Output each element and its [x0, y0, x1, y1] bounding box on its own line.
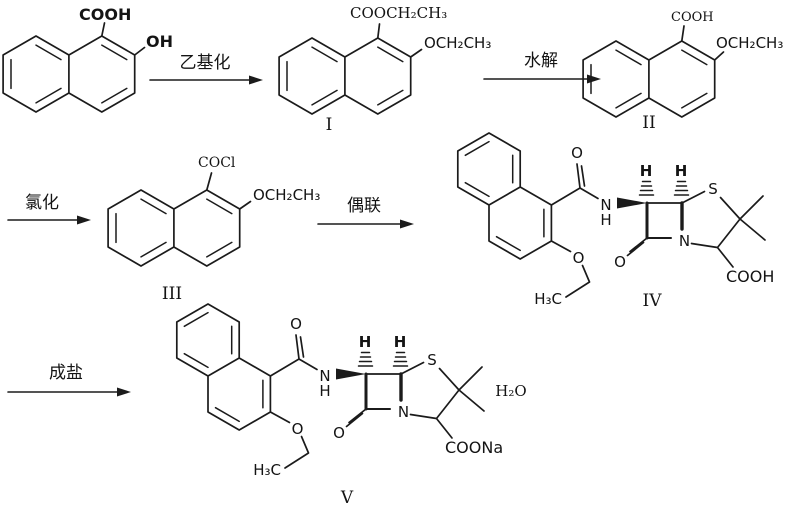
stereo-hash-left [357, 351, 374, 367]
naphthalene-double-bonds [183, 311, 264, 423]
lactam-carbonyl-bonds [626, 237, 648, 257]
stereo-h-left-label: H [640, 162, 653, 180]
arrow-ethylation: 乙基化 [149, 53, 263, 85]
carboxylic-acid-label: COOH [671, 10, 714, 25]
ether-oxygen-label: O [573, 249, 585, 267]
lactam-oxygen-label: O [333, 424, 345, 442]
amide-bonds [550, 163, 599, 206]
compound-start: COOH OH [2, 5, 173, 113]
substituent-bonds [376, 23, 423, 58]
arrow-head [587, 74, 601, 84]
naphthalene-double-bonds [464, 140, 545, 252]
amide-h-label: H [319, 382, 330, 400]
hydrate-water-label: H₂O [495, 382, 526, 400]
stereo-h-right-label: H [675, 162, 688, 180]
naphthalene-double-bonds [286, 46, 404, 106]
amide-n-label: N [319, 367, 330, 385]
ethyl-label: H₃C [534, 290, 562, 308]
ethoxy-bonds [550, 240, 591, 298]
lactam-oxygen-label: O [614, 253, 626, 271]
stereo-hash-right [392, 351, 409, 367]
naphthalene-skeleton [456, 132, 553, 260]
gem-dimethyl-bonds [458, 366, 485, 412]
carboxyl-bond [716, 246, 734, 268]
stereo-h-right-label: H [394, 333, 407, 351]
ethoxy-label: OCH₂CH₃ [716, 34, 783, 52]
sulfur-label: S [427, 351, 437, 369]
ethyl-label: H₃C [253, 461, 281, 479]
ring-n-label: N [679, 232, 690, 250]
naphthalene-skeleton [107, 189, 241, 267]
amide-h-label: H [600, 211, 611, 229]
ethoxy-bonds [269, 411, 310, 469]
arrow-head [400, 219, 414, 229]
arrow-chlorination: 氯化 [7, 193, 91, 225]
naphthalene-skeleton [2, 35, 136, 113]
hydroxyl-label: OH [146, 32, 173, 51]
amide-oxygen-label: O [571, 144, 583, 162]
compound-iii-numeral: III [162, 284, 182, 304]
compound-ii: COOH OCH₂CH₃ II [582, 10, 783, 133]
carboxylate-bond [435, 417, 453, 439]
compound-i-numeral: I [326, 115, 333, 135]
amide-n-label: N [600, 196, 611, 214]
thiazolidine-bonds [400, 361, 460, 420]
compound-iv-numeral: IV [643, 291, 663, 311]
naphthalene-double-bonds [10, 44, 128, 104]
compound-ii-numeral: II [642, 113, 655, 133]
acyl-chloride-label: COCl [198, 155, 236, 171]
compound-i: COOCH₂CH₃ OCH₂CH₃ I [278, 4, 491, 135]
coupling-label: 偶联 [347, 196, 381, 216]
ester-label: COOCH₂CH₃ [350, 4, 447, 22]
naphthalene-skeleton [582, 40, 716, 118]
sulfur-label: S [708, 180, 718, 198]
compound-iv: O N H H H O N S COOH O H₃C IV [456, 132, 774, 311]
stereo-hash-left [638, 180, 655, 196]
ethylation-label: 乙基化 [180, 53, 231, 73]
compound-v: O N H H H O N S COONa O H₃C H₂O V [175, 303, 527, 508]
naphthalene-double-bonds [115, 198, 233, 258]
compound-v-numeral: V [340, 488, 354, 508]
hydrolysis-label: 水解 [524, 51, 558, 71]
stereo-hash-right [673, 180, 690, 196]
gem-dimethyl-bonds [739, 195, 766, 241]
stereo-h-left-label: H [359, 333, 372, 351]
lactam-carbonyl-bonds [345, 408, 367, 428]
substituent-bonds [100, 22, 146, 56]
substituent-bonds [680, 25, 725, 61]
amide-oxygen-label: O [290, 315, 302, 333]
naphthalene-skeleton [278, 37, 412, 115]
nh-wedge-bond [336, 368, 366, 380]
sodium-salt-label: COONa [445, 438, 503, 457]
arrow-head [77, 215, 91, 225]
salt-formation-label: 成盐 [49, 363, 83, 383]
arrow-head [249, 75, 263, 85]
substituent-bonds [205, 172, 252, 210]
compound-iii: COCl OCH₂CH₃ III [107, 155, 320, 304]
arrow-salt-formation: 成盐 [7, 363, 131, 397]
arrow-head [117, 387, 131, 397]
arrow-coupling: 偶联 [317, 196, 414, 229]
amide-bonds [269, 334, 318, 377]
thiazolidine-bonds [681, 190, 741, 249]
naphthalene-double-bonds [590, 49, 708, 109]
ethoxy-label: OCH₂CH₃ [253, 186, 320, 204]
chlorination-label: 氯化 [25, 193, 59, 213]
carboxylic-acid-label: COOH [726, 267, 774, 286]
carboxylic-acid-label: COOH [79, 5, 131, 24]
ethoxy-label: OCH₂CH₃ [424, 34, 491, 52]
ether-oxygen-label: O [292, 420, 304, 438]
nh-wedge-bond [617, 197, 647, 209]
ring-n-label: N [398, 403, 409, 421]
naphthalene-skeleton [175, 303, 272, 431]
